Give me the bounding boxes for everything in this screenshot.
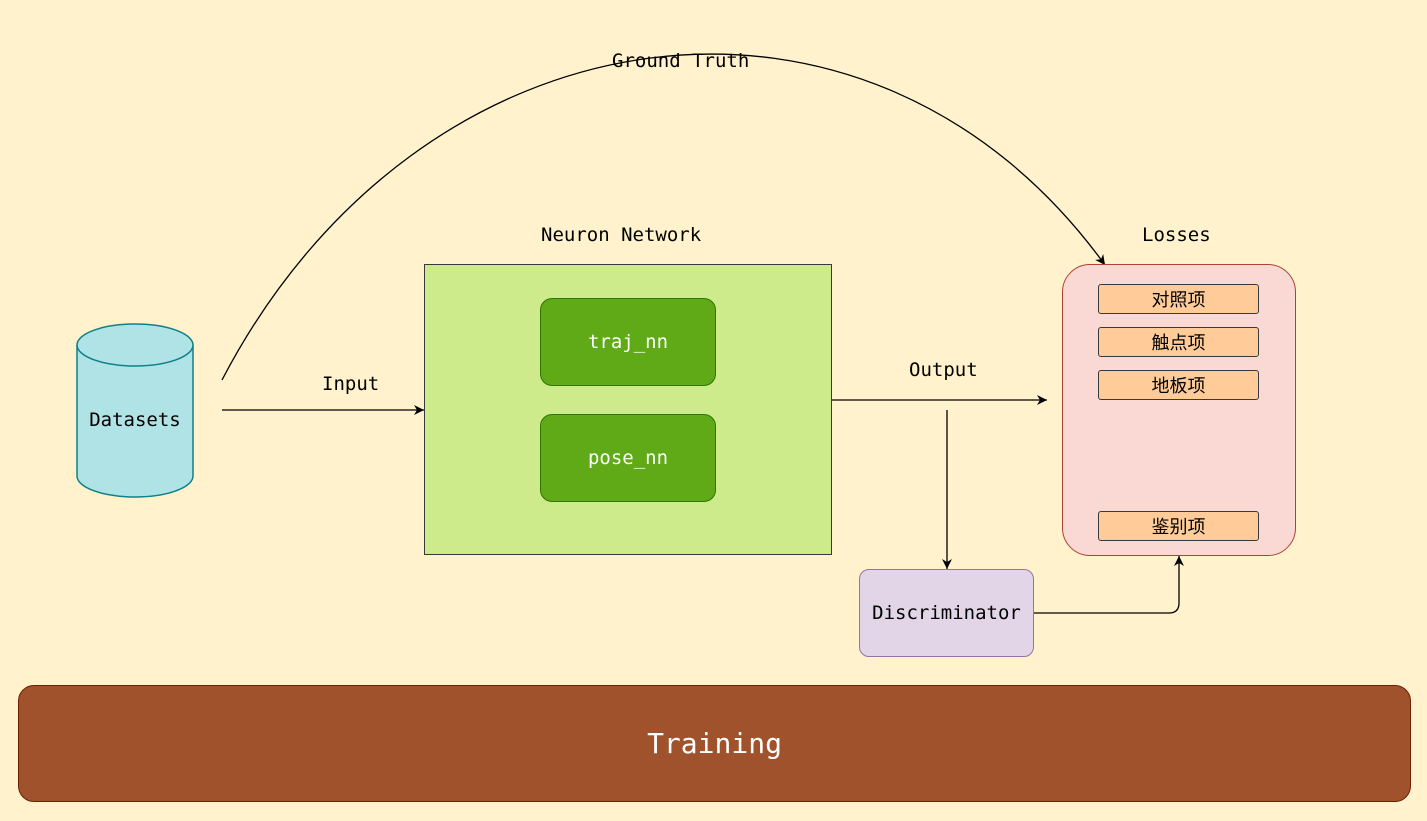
loss-item-contrast: 对照项 xyxy=(1098,284,1259,314)
losses-label: Losses xyxy=(1142,224,1211,246)
traj-nn-node: traj_nn xyxy=(540,298,716,386)
discriminator-node: Discriminator xyxy=(859,569,1034,657)
loss-item-contact: 触点项 xyxy=(1098,327,1259,357)
loss-item-discriminator: 鉴别项 xyxy=(1098,511,1259,541)
ground-truth-label: Ground Truth xyxy=(612,50,750,72)
datasets-cylinder xyxy=(76,323,194,498)
discriminator-to-losses-edge xyxy=(1034,556,1184,614)
datasets-label: Datasets xyxy=(89,409,181,431)
pose-nn-node: pose_nn xyxy=(540,414,716,502)
input-label: Input xyxy=(322,373,380,395)
neuron-network-label: Neuron Network xyxy=(541,224,702,246)
ground-truth-edge xyxy=(221,53,1106,381)
training-bar: Training xyxy=(18,685,1411,802)
loss-item-floor: 地板项 xyxy=(1098,370,1259,400)
output-label: Output xyxy=(909,359,978,381)
